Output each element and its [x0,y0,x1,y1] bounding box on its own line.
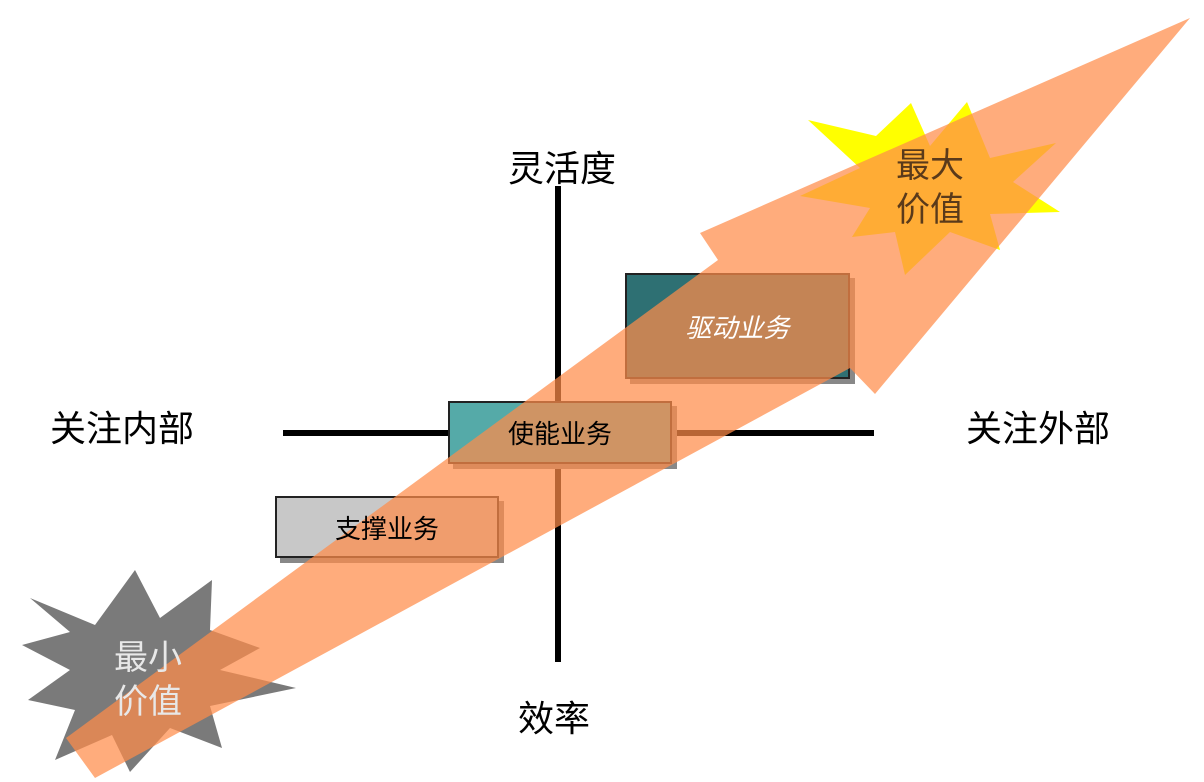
enable-business-label: 使能业务 [507,420,612,450]
min-value-line2: 价值 [114,682,182,722]
max-value-label: 最大 价值 [896,144,964,232]
min-value-label: 最小 价值 [114,636,182,724]
max-value-line2: 价值 [896,190,964,230]
min-value-line1: 最小 [114,638,182,678]
drive-business-label: 驱动业务 [685,313,790,344]
axis-label-bottom: 效率 [518,699,591,740]
support-business-label: 支撑业务 [334,514,439,545]
axis-label-top: 灵活度 [508,149,617,190]
max-value-line1: 最大 [896,146,964,186]
axis-label-right: 关注外部 [966,409,1111,450]
axis-label-left: 关注内部 [50,409,195,450]
value-arrow [66,18,1190,778]
